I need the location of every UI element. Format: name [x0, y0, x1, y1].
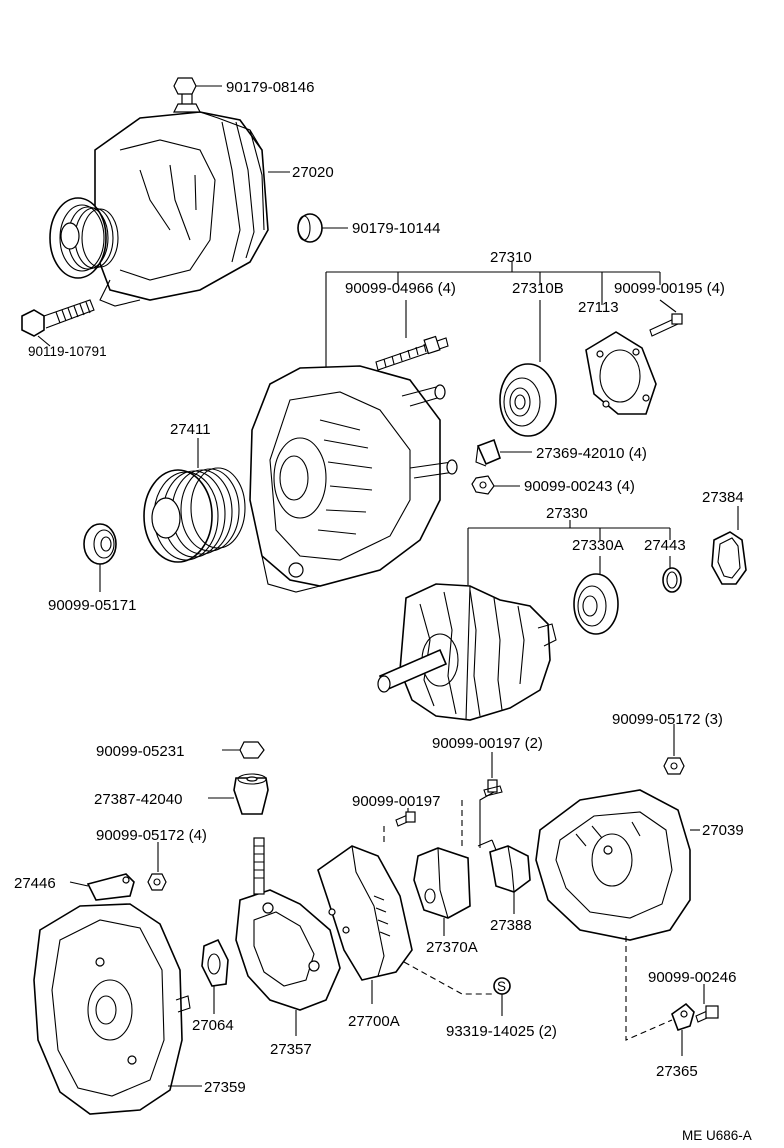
screw-90099-00197-a-drawing — [395, 808, 416, 827]
label-90099-00197: 90099-00197 — [352, 793, 440, 810]
regulator-27700A-drawing — [317, 826, 413, 1004]
label-90179-10144: 90179-10144 — [352, 220, 440, 237]
nut-90179-08146-drawing — [173, 77, 222, 95]
screw-90099-00197-2-drawing — [477, 752, 503, 851]
bearing-27310B-drawing — [499, 300, 557, 437]
terminal-27446-drawing — [69, 873, 135, 901]
label-27384: 27384 — [702, 489, 744, 506]
label-27388: 27388 — [490, 917, 532, 934]
label-93319-14025: 93319-14025 (2) — [446, 1023, 557, 1040]
nut-90099-05172-4-drawing — [147, 842, 167, 891]
label-27310: 27310 — [490, 249, 532, 266]
nut-90099-05171-drawing — [83, 523, 117, 592]
label-27020: 27020 — [292, 164, 334, 181]
label-27700A: 27700A — [348, 1013, 400, 1030]
pulley-27411-drawing — [143, 438, 246, 563]
label-27359: 27359 — [204, 1079, 246, 1096]
screw-93319-14025-drawing: S — [403, 961, 511, 1016]
rotor-27330-leader — [467, 520, 671, 585]
label-90179-08146: 90179-08146 — [226, 79, 314, 96]
label-27411: 27411 — [170, 421, 211, 438]
label-27039: 27039 — [702, 822, 744, 839]
rectifier-holder-27357-drawing — [235, 837, 341, 1036]
label-27370A: 27370A — [426, 939, 478, 956]
label-90099-05172-4: 90099-05172 (4) — [96, 827, 207, 844]
label-90099-05172-3: 90099-05172 (3) — [612, 711, 723, 728]
bolt-90119-10791-drawing — [21, 299, 95, 347]
insulator-27369-42010-drawing — [475, 438, 532, 467]
alternator-assembly-drawing — [49, 91, 269, 307]
ring-27443-drawing — [662, 556, 682, 593]
clip-27365-drawing — [625, 936, 695, 1056]
screw-90099-00246-drawing — [695, 984, 719, 1023]
label-27446: 27446 — [14, 875, 56, 892]
label-90099-00195: 90099-00195 (4) — [614, 280, 725, 297]
label-27443: 27443 — [644, 537, 686, 554]
label-90119-10791: 90119-10791 — [28, 344, 107, 359]
cover-27384-drawing — [711, 506, 747, 585]
end-frame-27359-drawing — [33, 903, 202, 1115]
screw-90099-00195-drawing — [649, 299, 683, 337]
label-90099-00246: 90099-00246 — [648, 969, 736, 986]
label-27357: 27357 — [270, 1041, 312, 1058]
bearing-27330A-drawing — [573, 556, 619, 635]
label-27330: 27330 — [546, 505, 588, 522]
stud-90099-04966-drawing — [375, 300, 449, 371]
label-27330A: 27330A — [572, 537, 624, 554]
label-90099-00197-2: 90099-00197 (2) — [432, 735, 543, 752]
drive-end-frame-drawing — [249, 365, 458, 593]
insulator-27064-drawing — [201, 938, 229, 1014]
label-27113: 27113 — [578, 299, 619, 316]
svg-text:S: S — [497, 979, 506, 994]
rotor-27330-drawing — [377, 583, 557, 721]
label-90099-05231: 90099-05231 — [96, 743, 184, 760]
figure-code: ME U686-A — [682, 1128, 752, 1143]
nut-90099-05231-drawing — [222, 741, 265, 759]
label-90099-05171: 90099-05171 — [48, 597, 136, 614]
nut-90099-05172-3-drawing — [663, 724, 685, 775]
nut-90099-00243-drawing — [471, 475, 520, 495]
label-90099-04966: 90099-04966 (4) — [345, 280, 456, 297]
brush-holder-27370A-drawing — [413, 800, 471, 936]
label-90099-00243: 90099-00243 (4) — [524, 478, 635, 495]
nut-90179-10144-drawing — [297, 213, 348, 243]
label-27064: 27064 — [192, 1017, 234, 1034]
plate-27113-drawing — [585, 331, 657, 415]
bushing-27387-42040-drawing — [208, 773, 269, 815]
frame-27310-leader — [325, 262, 661, 372]
label-27369-42010: 27369-42010 (4) — [536, 445, 647, 462]
label-27310B: 27310B — [512, 280, 564, 297]
label-27365: 27365 — [656, 1063, 698, 1080]
rear-cover-27039-drawing — [535, 789, 700, 941]
brush-cover-27388-drawing — [489, 845, 531, 914]
label-27387-42040: 27387-42040 — [94, 791, 182, 808]
